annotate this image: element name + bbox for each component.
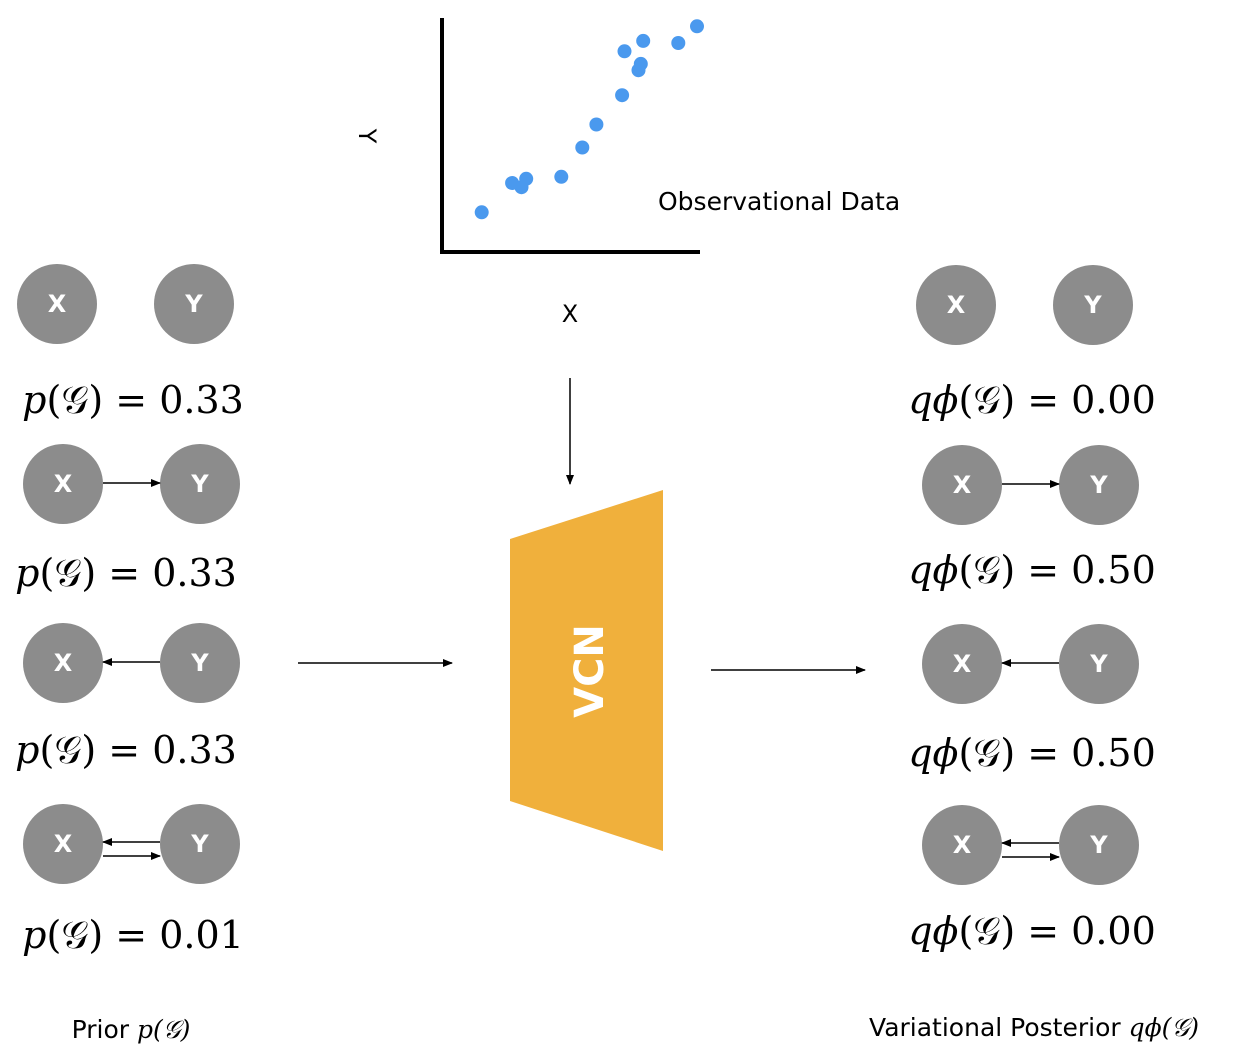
prior-graph-bidirected: X Y [23,804,240,884]
prior-graph-empty: X Y [17,264,234,344]
scatter-point [633,56,648,71]
node-y-label: Y [184,290,203,318]
scatter-points [474,19,704,220]
node-x-label: X [947,291,966,319]
scatter-point [615,88,630,103]
node-x [922,624,1002,704]
posterior-column: X Y qϕ(𝒢) = 0.00 X Y qϕ(𝒢) = 0.50 X Y qϕ… [869,265,1199,1042]
posterior-graph-empty: X Y [916,265,1133,345]
prior-prob-x-to-y: p(𝒢) = 0.33 [15,551,237,595]
posterior-graph-bidirected: X Y [922,805,1139,885]
scatter-point [474,205,489,220]
node-x [916,265,996,345]
node-x-label: X [54,470,73,498]
scatter-point [589,117,604,132]
node-y-label: Y [190,830,209,858]
scatter-point [617,44,632,59]
prior-caption: Prior p(𝒢) [72,1015,191,1044]
node-x [17,264,97,344]
node-y-label: Y [190,470,209,498]
vcn-block: VCN [510,490,663,851]
node-x [23,623,103,703]
posterior-graph-y-to-x: X Y [922,624,1139,704]
scatter-axes [440,18,700,254]
node-y-label: Y [1083,291,1102,319]
node-y [1059,624,1139,704]
prior-graph-y-to-x: X Y [23,623,240,703]
prior-prob-empty: p(𝒢) = 0.33 [22,378,244,422]
node-y-label: Y [1089,831,1108,859]
scatter-point [636,33,651,48]
node-y [1059,445,1139,525]
scatter-caption: Observational Data [658,187,900,216]
node-y [154,264,234,344]
node-x-label: X [953,831,972,859]
scatter-point [554,169,569,184]
node-x-label: X [953,650,972,678]
scatter-point [575,140,590,155]
prior-column: X Y p(𝒢) = 0.33 X Y p(𝒢) = 0.33 X Y p(𝒢)… [15,264,244,1044]
node-x [23,804,103,884]
node-x-label: X [953,471,972,499]
scatter-x-axis-label: X [562,300,578,328]
node-y [160,444,240,524]
prior-prob-bidirected: p(𝒢) = 0.01 [22,913,244,957]
node-y [160,623,240,703]
node-x-label: X [48,290,67,318]
scatter-point [690,19,704,34]
prior-graph-x-to-y: X Y [23,444,240,524]
node-x [23,444,103,524]
scatter-plot: Y X Observational Data [353,18,900,328]
posterior-prob-y-to-x: qϕ(𝒢) = 0.50 [908,731,1156,775]
node-x-label: X [54,830,73,858]
node-y-label: Y [1089,650,1108,678]
node-x [922,445,1002,525]
scatter-y-axis-label: Y [353,128,381,144]
vcn-label: VCN [567,624,613,718]
node-y [160,804,240,884]
posterior-caption: Variational Posterior qϕ(𝒢) [869,1013,1199,1042]
posterior-prob-empty: qϕ(𝒢) = 0.00 [908,378,1156,422]
node-y [1059,805,1139,885]
vcn-trapezoid [510,490,663,851]
node-y-label: Y [190,649,209,677]
posterior-prob-x-to-y: qϕ(𝒢) = 0.50 [908,548,1156,592]
node-y [1053,265,1133,345]
prior-prob-y-to-x: p(𝒢) = 0.33 [15,728,237,772]
scatter-point [671,36,686,50]
node-y-label: Y [1089,471,1108,499]
posterior-prob-bidirected: qϕ(𝒢) = 0.00 [908,909,1156,953]
node-x-label: X [54,649,73,677]
node-x [922,805,1002,885]
scatter-point [519,171,534,186]
posterior-graph-x-to-y: X Y [922,445,1139,525]
